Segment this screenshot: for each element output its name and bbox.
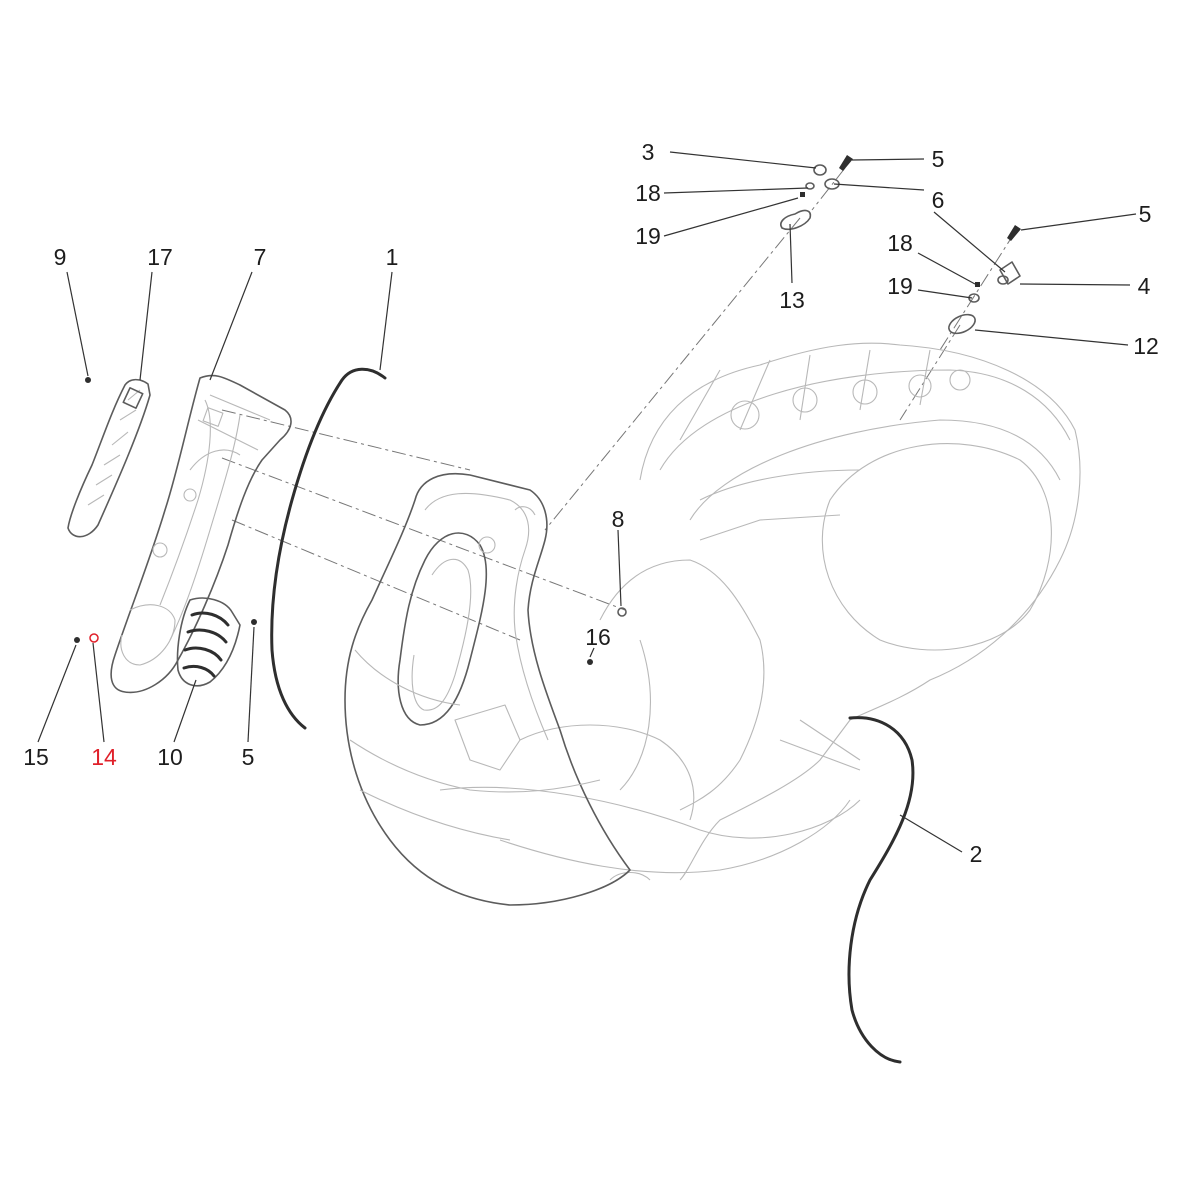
callout-18-right: 18: [887, 230, 913, 256]
callout-3: 3: [642, 139, 655, 165]
callout-5-right: 5: [1139, 201, 1152, 227]
callout-19-upper: 19: [635, 223, 661, 249]
leg-shield: [344, 473, 631, 906]
assembly-axes: [221, 167, 1016, 641]
part-10-grille: [176, 597, 241, 687]
callout-5-top: 5: [932, 146, 945, 172]
callout-6: 6: [932, 187, 945, 213]
callout-14: 14: [91, 744, 117, 770]
callout-16: 16: [585, 624, 611, 650]
callout-7: 7: [254, 244, 267, 270]
upper-fastener-stack: [780, 155, 853, 231]
callout-9: 9: [54, 244, 67, 270]
callout-10: 10: [157, 744, 183, 770]
callout-19-right: 19: [887, 273, 913, 299]
callout-8: 8: [612, 506, 625, 532]
part-17-badge-strip: [67, 378, 151, 538]
small-fasteners: [74, 377, 627, 665]
callout-13: 13: [779, 287, 805, 313]
callout-5-left: 5: [242, 744, 255, 770]
callout-1: 1: [386, 244, 399, 270]
scooter-body-frame: [439, 342, 1081, 881]
part-14-highlighted: [89, 633, 99, 643]
part-7-front-panel: [110, 374, 292, 694]
callout-labels: 9 17 7 1 15 14 10 5 8 16 3 18 19 13 5 6 …: [23, 139, 1159, 867]
callout-4: 4: [1138, 273, 1151, 299]
callout-12: 12: [1133, 333, 1159, 359]
part-2-edge-trim: [847, 716, 915, 1064]
leader-lines: [37, 151, 1137, 853]
callout-2: 2: [970, 841, 983, 867]
callout-15: 15: [23, 744, 49, 770]
callout-17: 17: [147, 244, 173, 270]
part-1-edge-trim: [270, 367, 387, 730]
callout-18-upper: 18: [635, 180, 661, 206]
